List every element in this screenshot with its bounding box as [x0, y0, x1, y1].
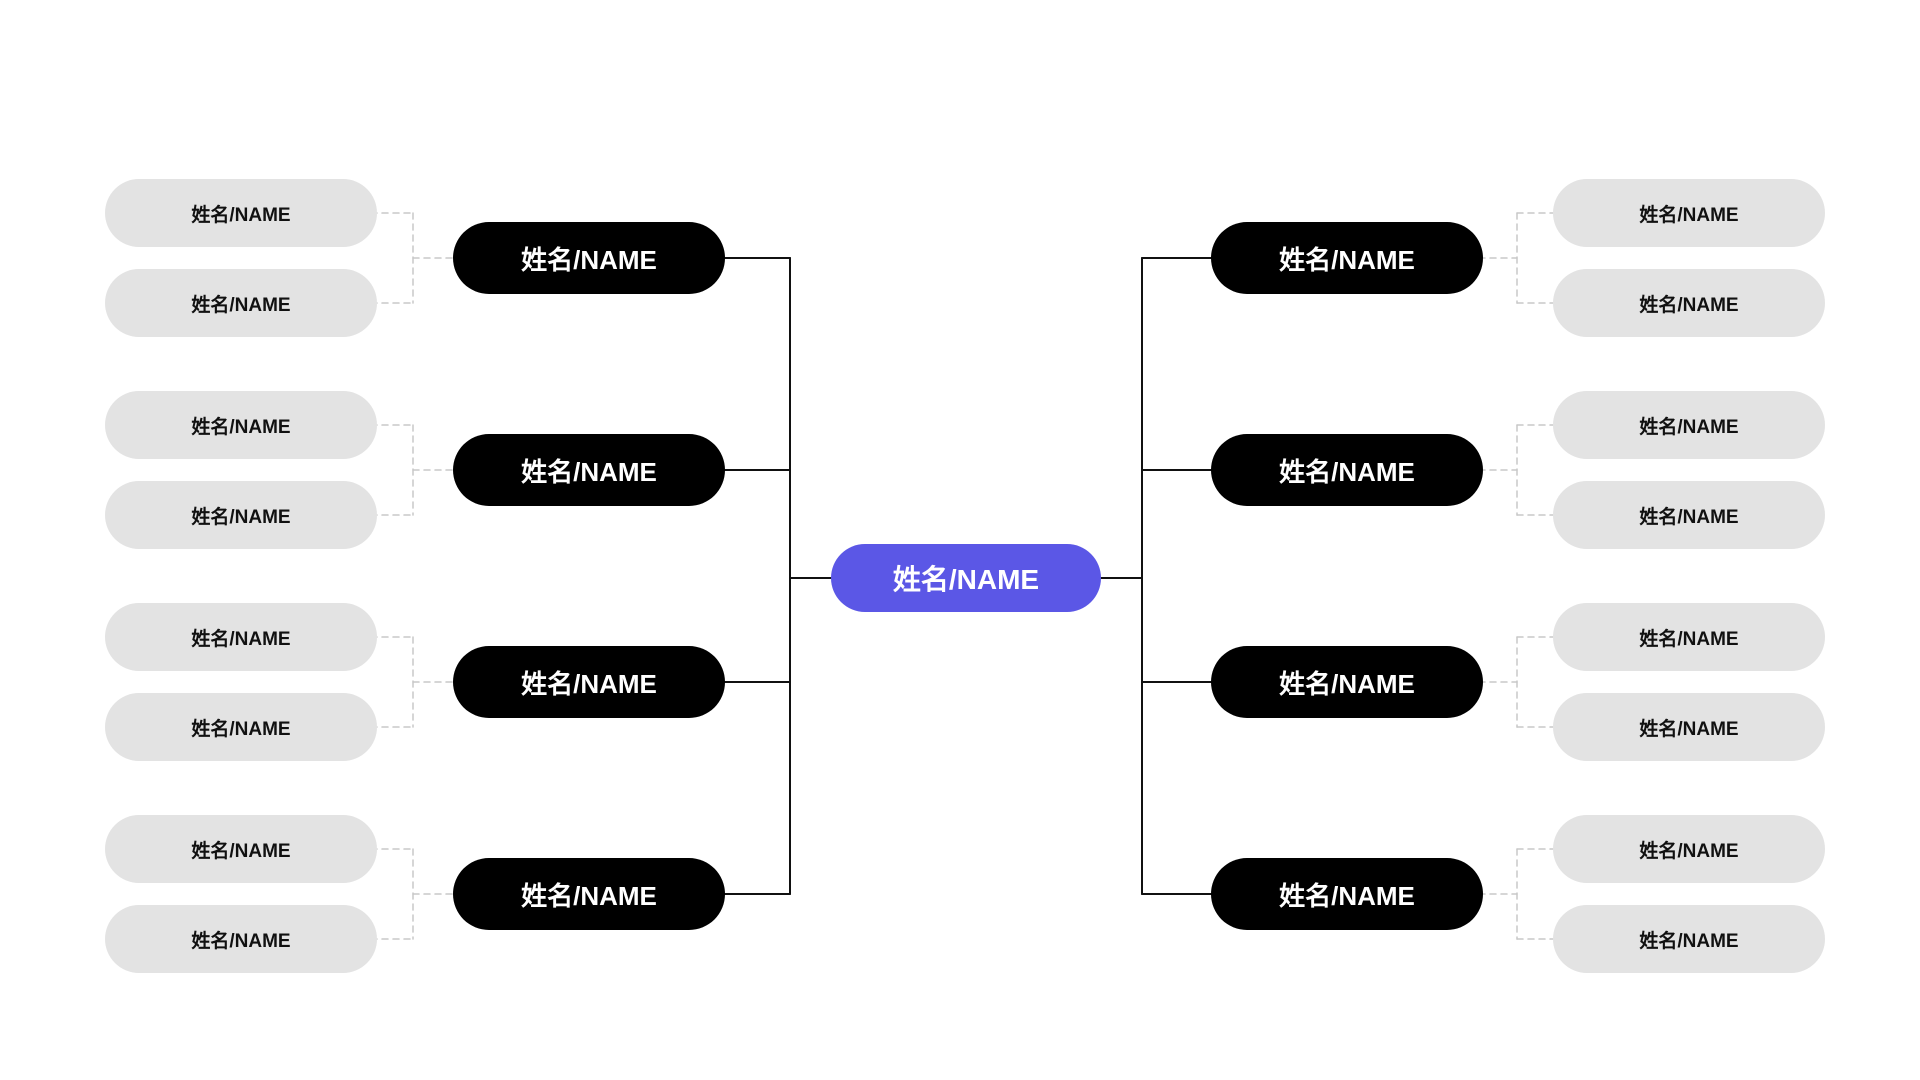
left-leaf-node[interactable]: 姓名/NAME: [105, 815, 377, 883]
right-leaf-node[interactable]: 姓名/NAME: [1553, 269, 1825, 337]
left-leaf-node[interactable]: 姓名/NAME: [105, 269, 377, 337]
left-branch-node[interactable]: 姓名/NAME: [453, 858, 725, 930]
root-node[interactable]: 姓名/NAME: [831, 544, 1101, 612]
right-leaf-node[interactable]: 姓名/NAME: [1553, 179, 1825, 247]
right-leaf-node[interactable]: 姓名/NAME: [1553, 693, 1825, 761]
left-leaf-node[interactable]: 姓名/NAME: [105, 905, 377, 973]
right-leaf-node[interactable]: 姓名/NAME: [1553, 603, 1825, 671]
left-branch-node[interactable]: 姓名/NAME: [453, 434, 725, 506]
left-leaf-node[interactable]: 姓名/NAME: [105, 179, 377, 247]
right-branch-node[interactable]: 姓名/NAME: [1211, 858, 1483, 930]
right-leaf-node[interactable]: 姓名/NAME: [1553, 905, 1825, 973]
left-leaf-node[interactable]: 姓名/NAME: [105, 693, 377, 761]
left-branch-node[interactable]: 姓名/NAME: [453, 222, 725, 294]
right-leaf-node[interactable]: 姓名/NAME: [1553, 391, 1825, 459]
left-leaf-node[interactable]: 姓名/NAME: [105, 481, 377, 549]
right-leaf-node[interactable]: 姓名/NAME: [1553, 815, 1825, 883]
right-branch-node[interactable]: 姓名/NAME: [1211, 434, 1483, 506]
right-branch-node[interactable]: 姓名/NAME: [1211, 222, 1483, 294]
left-leaf-node[interactable]: 姓名/NAME: [105, 603, 377, 671]
left-branch-node[interactable]: 姓名/NAME: [453, 646, 725, 718]
right-leaf-node[interactable]: 姓名/NAME: [1553, 481, 1825, 549]
right-branch-node[interactable]: 姓名/NAME: [1211, 646, 1483, 718]
left-leaf-node[interactable]: 姓名/NAME: [105, 391, 377, 459]
